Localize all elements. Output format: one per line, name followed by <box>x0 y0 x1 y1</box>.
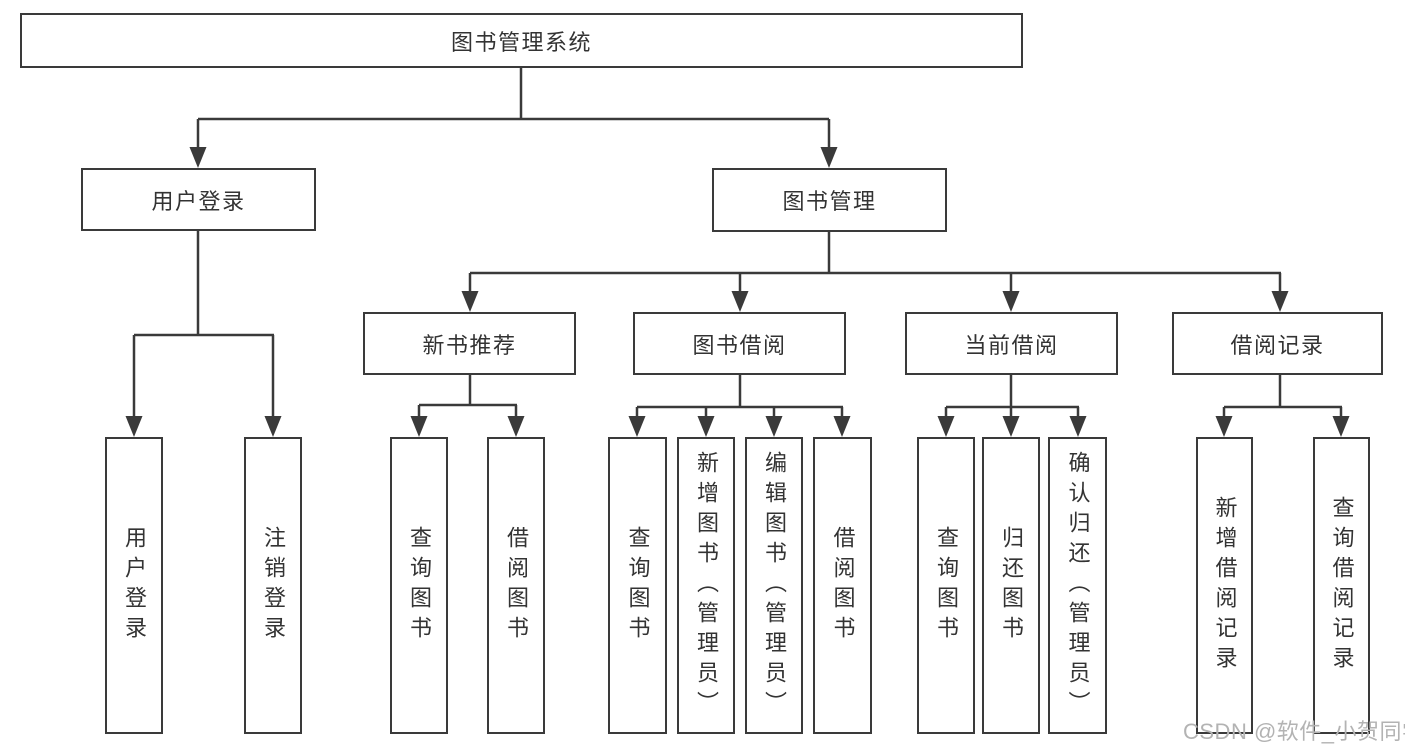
leaf-return-book: 归还图书 <box>982 437 1040 734</box>
node-label: 图书管理系统 <box>450 29 592 55</box>
leaf-query-books-1: 查询图书 <box>390 437 448 734</box>
leaf-borrow-books-2: 借阅图书 <box>813 437 872 734</box>
arrow-down-icon <box>628 416 646 437</box>
node-borrow-records: 借阅记录 <box>1172 312 1383 375</box>
node-book-borrow: 图书借阅 <box>633 312 846 375</box>
node-user-login: 用户登录 <box>81 168 316 231</box>
node-label: 确认归还（管理员） <box>1065 450 1091 721</box>
arrow-down-icon <box>1002 416 1020 437</box>
node-library-system: 图书管理系统 <box>20 13 1023 68</box>
leaf-add-book-admin: 新增图书（管理员） <box>677 437 735 734</box>
connector-book-borrow <box>628 375 851 437</box>
node-label: 查询图书 <box>934 525 959 646</box>
node-label: 图书借阅 <box>692 332 787 358</box>
node-label: 编辑图书（管理员） <box>762 450 787 721</box>
arrow-down-icon <box>697 416 715 437</box>
arrow-down-icon <box>937 416 955 437</box>
arrow-down-icon <box>1215 416 1233 437</box>
node-label: 借阅记录 <box>1230 332 1325 358</box>
node-label: 当前借阅 <box>964 332 1059 358</box>
leaf-query-borrow-record: 查询借阅记录 <box>1313 437 1370 734</box>
arrow-down-icon <box>189 147 207 168</box>
leaf-edit-book-admin: 编辑图书（管理员） <box>745 437 803 734</box>
node-label: 归还图书 <box>999 525 1024 646</box>
leaf-query-books-3: 查询图书 <box>917 437 975 734</box>
node-label: 查询图书 <box>625 525 651 646</box>
node-label: 借阅图书 <box>504 525 529 646</box>
node-label: 查询借阅记录 <box>1329 495 1355 676</box>
node-new-book-recommend: 新书推荐 <box>363 312 576 375</box>
arrow-down-icon <box>264 416 282 437</box>
arrow-down-icon <box>1002 291 1020 312</box>
connector-borrow-records <box>1215 375 1350 437</box>
connector-current-borrow <box>937 375 1087 437</box>
arrow-down-icon <box>507 416 525 437</box>
connector-user-login <box>125 231 282 437</box>
arrow-down-icon <box>125 416 143 437</box>
leaf-confirm-return-admin: 确认归还（管理员） <box>1048 437 1107 734</box>
node-label: 新增图书（管理员） <box>694 450 719 721</box>
arrow-down-icon <box>765 416 783 437</box>
leaf-user-login: 用户登录 <box>105 437 163 734</box>
watermark: CSDN @软件_小贺同学 <box>1183 719 1405 744</box>
connector-root <box>189 68 838 168</box>
node-label: 图书管理 <box>782 189 877 214</box>
leaf-borrow-books-1: 借阅图书 <box>487 437 545 734</box>
node-book-management: 图书管理 <box>712 168 947 232</box>
arrow-down-icon <box>731 291 749 312</box>
node-label: 新书推荐 <box>422 332 517 358</box>
arrow-down-icon <box>820 147 838 168</box>
node-label: 查询图书 <box>407 525 432 646</box>
arrow-down-icon <box>461 291 479 312</box>
connector-book-management <box>461 232 1289 312</box>
connector-new-book <box>410 375 525 437</box>
node-label: 用户登录 <box>151 188 246 214</box>
arrow-down-icon <box>410 416 428 437</box>
node-label: 注销登录 <box>261 525 286 646</box>
node-label: 用户登录 <box>122 525 147 646</box>
leaf-query-books-2: 查询图书 <box>608 437 667 734</box>
node-label: 新增借阅记录 <box>1212 495 1238 676</box>
node-current-borrow: 当前借阅 <box>905 312 1118 375</box>
arrow-down-icon <box>1332 416 1350 437</box>
leaf-add-borrow-record: 新增借阅记录 <box>1196 437 1253 734</box>
arrow-down-icon <box>833 416 851 437</box>
node-label: 借阅图书 <box>830 525 856 646</box>
arrow-down-icon <box>1069 416 1087 437</box>
arrow-down-icon <box>1271 291 1289 312</box>
leaf-logout: 注销登录 <box>244 437 302 734</box>
